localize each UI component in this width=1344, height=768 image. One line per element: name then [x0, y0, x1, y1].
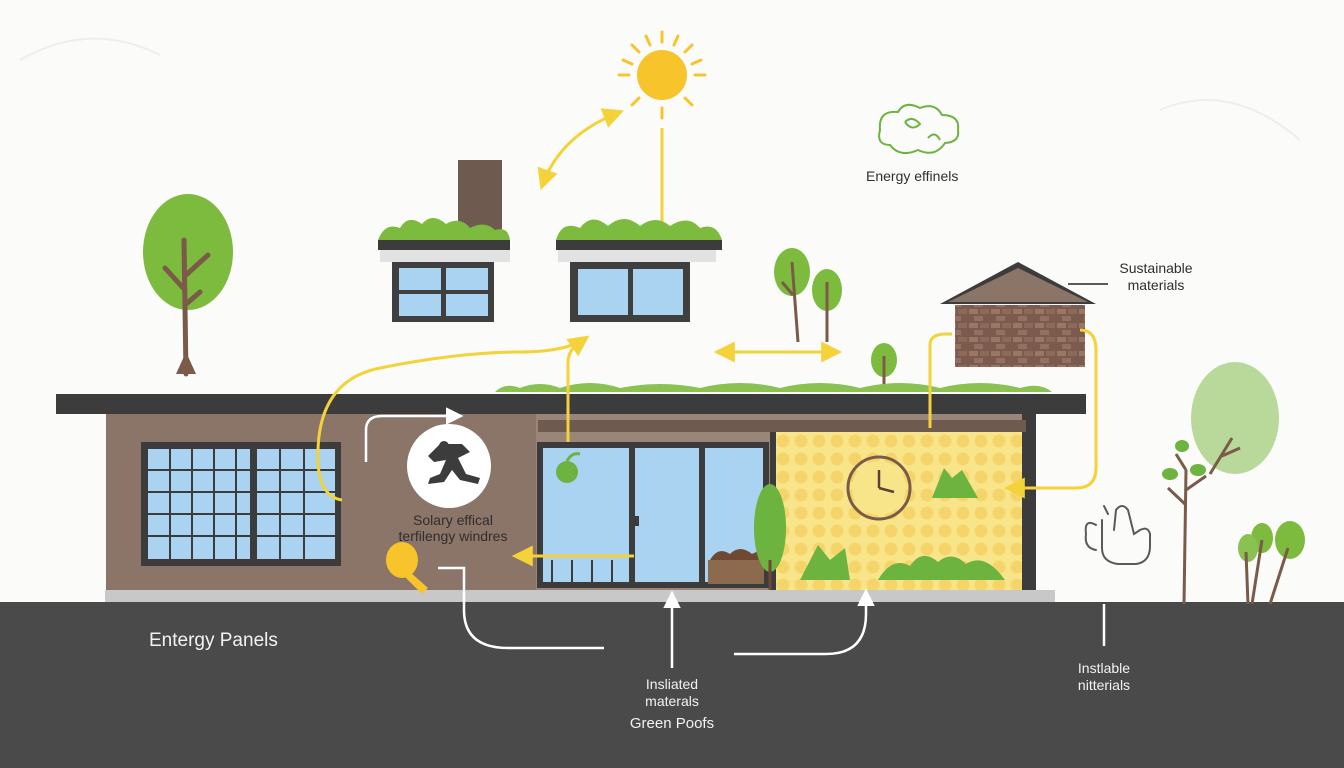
tree-icon [774, 248, 897, 392]
sustainable-materials-label-line2: materials [1127, 277, 1185, 293]
sustainable-materials-label-line1: Sustainable [1119, 260, 1193, 276]
green-roofs-label: Green Poofs [629, 715, 715, 732]
sky-line [1159, 99, 1301, 141]
yellow-arrow [566, 336, 587, 442]
white-arrow [364, 407, 464, 462]
main-house [56, 383, 1086, 590]
yellow-arrow [1003, 328, 1098, 499]
brick-hut [940, 262, 1096, 367]
paint-roller-icon [386, 542, 428, 594]
clock-icon [846, 455, 912, 521]
pavement [105, 590, 1055, 602]
energy-panels-label: Entergy Panels [149, 630, 278, 651]
energy-efficiency-label: Energy effinels [866, 168, 959, 184]
yellow-arrow [928, 332, 952, 428]
installable-materials-label-line1: Instlable [1077, 660, 1131, 676]
tree-icon [143, 194, 233, 377]
yellow-arrow [316, 335, 590, 502]
roof-module-left [378, 160, 510, 322]
white-arrow [438, 566, 604, 650]
roof-module-right [556, 219, 722, 322]
sky-line [19, 37, 161, 61]
apple-icon [556, 452, 581, 483]
solar-windows-label-line1: Solary effical [413, 512, 493, 528]
sun-curved-arrow [537, 108, 624, 190]
hand-icon [1084, 505, 1151, 565]
solar-windows-label-line2: terfilengy windres [398, 528, 508, 544]
running-person-icon [407, 424, 491, 508]
tree-icon [1162, 362, 1305, 605]
white-arrow [734, 588, 875, 656]
installable-materials-label-line2: nitterials [1077, 677, 1131, 693]
insulated-materials-label-line1: Insliated [645, 676, 699, 692]
insulated-materials-label-line2: materals [645, 693, 699, 709]
sun-icon [617, 30, 707, 120]
leaf-cloud-icon [878, 103, 960, 155]
